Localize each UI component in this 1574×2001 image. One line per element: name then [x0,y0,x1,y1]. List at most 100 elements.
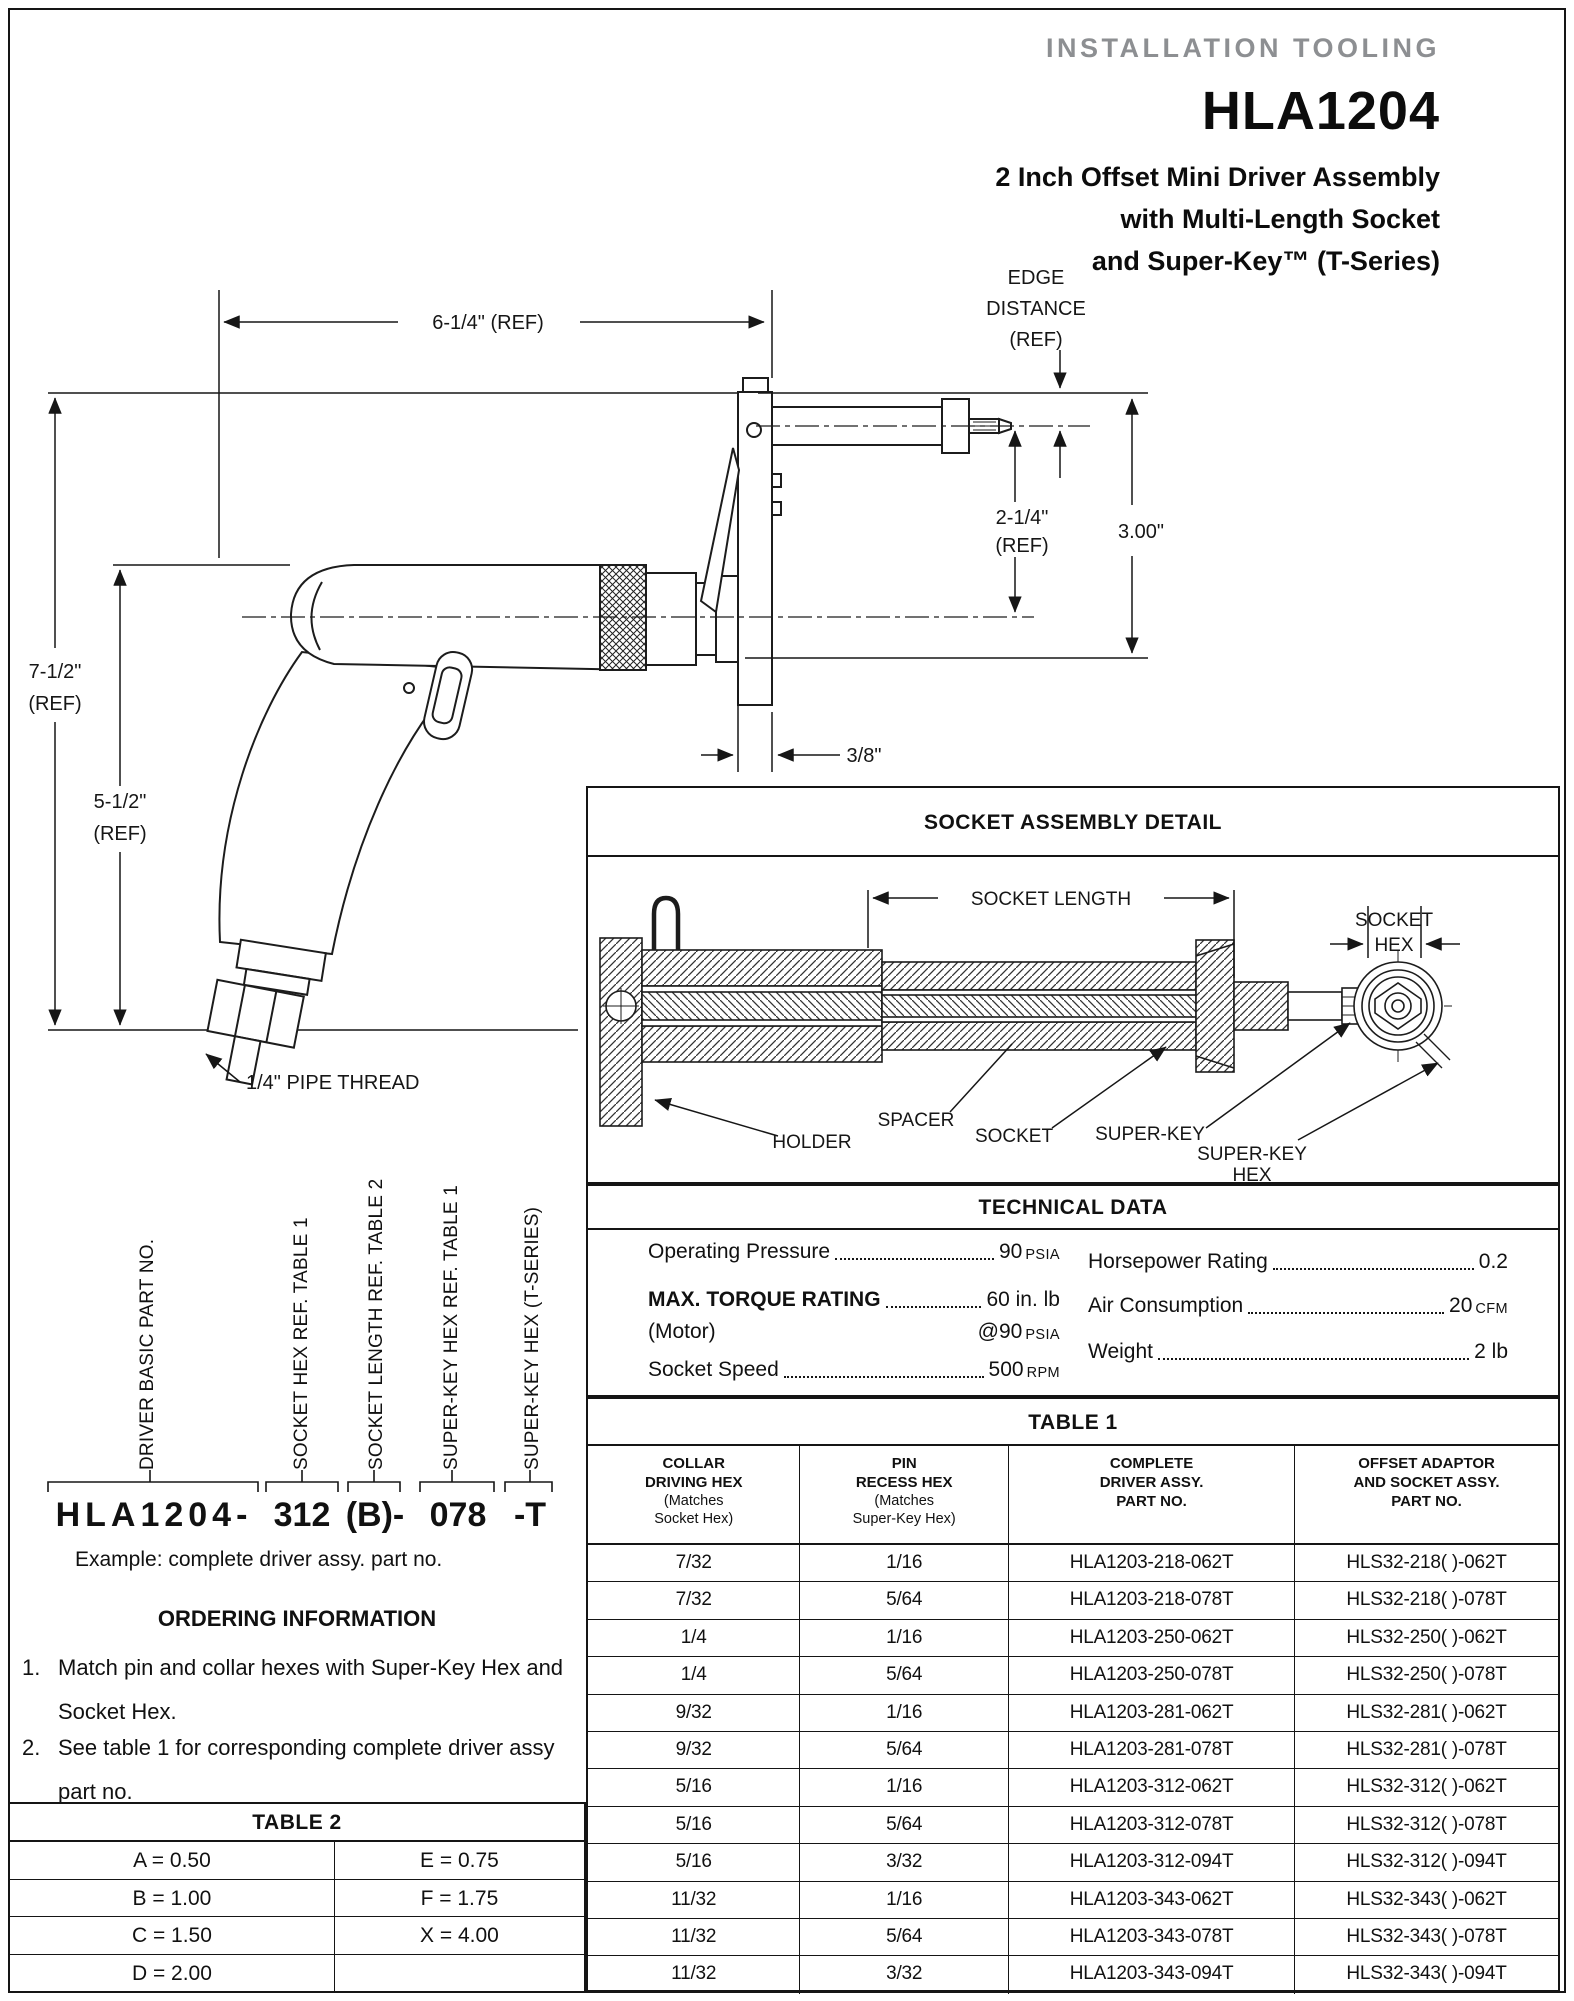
spec-label: Horsepower Rating [1088,1250,1268,1273]
page-border [8,8,1566,1993]
technical-data-title: TECHNICAL DATA [588,1186,1558,1230]
table1-cell: 11/32 [588,1956,801,1994]
table1-cell: HLA1203-281-078T [1008,1731,1296,1770]
table1-cell: 7/32 [588,1545,801,1583]
tool-drawing: 6-1/4" (REF) 7-1/2" (REF) 5-1/2" (REF) E… [28,267,1164,1094]
table1-cell: HLA1203-281-062T [1008,1694,1296,1732]
socket-label: SOCKET [975,1126,1054,1147]
socket-dimensions [654,890,1460,1141]
table2-cell: D = 2.00 [10,1954,335,1993]
spec-value: 90 [998,1240,1023,1263]
pn-segment-basic: HLA1204- [55,1496,253,1534]
pn-segment-length: (B)- [345,1496,405,1534]
dot-leader [1272,1268,1474,1270]
socket-end-nut [1195,939,1235,1073]
table2-cell [335,1955,584,1993]
table1-cell: 5/64 [800,1918,1009,1957]
dim-edge-label-1: EDGE [1008,267,1065,289]
exhaust-hole [403,682,415,694]
table1-cell: 3/32 [800,1956,1009,1994]
technical-data-box: TECHNICAL DATA [586,1184,1560,1397]
table1-cell: HLA1203-343-094T [1009,1956,1296,1994]
table1: TABLE 1 COLLAR DRIVING HEX (Matches Sock… [586,1397,1560,1994]
clamp-arm [699,447,741,614]
table1-title: TABLE 1 [588,1399,1558,1446]
pn-segment-key-hex: 078 [429,1496,487,1534]
table1-cell: 7/32 [588,1582,801,1620]
table1-header-row: COLLAR DRIVING HEX (Matches Socket Hex) … [588,1446,1558,1545]
pn-label-socket-length: SOCKET LENGTH REF. TABLE 2 [366,1178,387,1470]
table1-cell: HLA1203-312-078T [1008,1806,1296,1845]
spec-value: 60 in. lb [986,1288,1060,1311]
socket-hex-label-1: SOCKET [1355,910,1434,931]
chuck-housing [645,572,697,666]
table1-cell: HLS32-312( )-094T [1295,1844,1558,1882]
table2-cell: A = 0.50 [10,1842,335,1880]
socket-length-label: SOCKET LENGTH [971,889,1131,910]
spec-label: MAX. TORQUE RATING [648,1288,881,1311]
dot-leader [835,1258,994,1260]
table1-cell: HLS32-312( )-078T [1295,1807,1558,1845]
table1-cell: HLA1203-250-078T [1008,1657,1296,1695]
table1-cell: HLS32-343( )-078T [1295,1919,1558,1957]
table1-cell: 5/16 [588,1769,801,1807]
grip-collar [235,938,327,996]
trigger-lever [423,651,474,741]
table2-cell: X = 4.00 [334,1917,584,1955]
page-kicker: INSTALLATION TOOLING [1046,33,1440,63]
table1-cell: HLS32-250( )-062T [1295,1620,1558,1658]
table1-cell: 3/32 [800,1844,1009,1882]
dim-grip-label-2: (REF) [93,823,146,845]
table1-cell: 5/64 [800,1806,1009,1845]
key-shaft [1287,991,1343,1021]
pn-segment-socket-hex: 312 [273,1496,331,1534]
table1-cell: HLS32-250( )-078T [1295,1657,1558,1695]
ordering-item-1-text: Match pin and collar hexes with Super-Ke… [58,1655,564,1724]
table1-cell: HLS32-281( )-062T [1295,1695,1558,1732]
table1-header-collar: COLLAR DRIVING HEX (Matches Socket Hex) [588,1446,801,1543]
spec-max-torque: MAX. TORQUE RATING 60 in. lb [648,1288,1060,1312]
dim-thread-label: 1/4" PIPE THREAD [246,1072,419,1094]
page-subtitle: 2 Inch Offset Mini Driver Assembly with … [995,156,1440,282]
table1-cell: HLS32-343( )-062T [1295,1882,1558,1919]
head-tab-1 [771,473,782,488]
spacer-label: SPACER [878,1110,955,1131]
pn-label-t-series: SUPER-KEY HEX (T-SERIES) [522,1206,543,1470]
spec-label: Air Consumption [1088,1294,1244,1317]
spec-label: Weight [1088,1340,1153,1363]
table1-cell: HLA1203-218-062T [1008,1545,1296,1583]
dim-height-label-2: (REF) [28,693,81,715]
ordering-item-1-number: 1. [22,1655,41,1680]
table1-cell: HLA1203-250-062T [1008,1619,1296,1658]
table1-header-adaptor: OFFSET ADAPTOR AND SOCKET ASSY. PART NO. [1353,1455,1500,1510]
spec-label: (Motor) [648,1320,716,1343]
socket-detail-title: SOCKET ASSEMBLY DETAIL [588,788,1558,857]
table1-cell: 1/16 [800,1769,1009,1807]
table2-cell: F = 1.75 [334,1880,584,1918]
table2-cell: B = 1.00 [10,1879,335,1918]
table1-cell: 1/16 [800,1694,1009,1732]
spec-unit: PSIA [1025,1327,1060,1343]
table1-cell: 1/16 [800,1619,1009,1658]
subtitle-line-3: and Super-Key™ (T-Series) [1091,246,1440,276]
dim-width-label: 6-1/4" (REF) [432,312,544,334]
socket-assembly-detail-box: SOCKET ASSEMBLY DETAIL [586,786,1560,1184]
table1-cell: HLS32-218( )-062T [1295,1545,1558,1583]
spacer-section [641,991,883,1021]
spec-label: Operating Pressure [648,1240,831,1263]
dim-height-label-1: 7-1/2" [29,661,82,683]
table1-cell: HLS32-343( )-094T [1346,1963,1507,1985]
page-title: HLA1204 [1201,81,1440,141]
spec-value: @90 [977,1320,1023,1343]
table1-cell: 5/16 [588,1844,801,1882]
table1-cell: 11/32 [588,1881,801,1919]
table1-cell: 11/32 [588,1918,801,1957]
pistol-grip [218,650,469,956]
offset-head-plate [737,391,773,706]
